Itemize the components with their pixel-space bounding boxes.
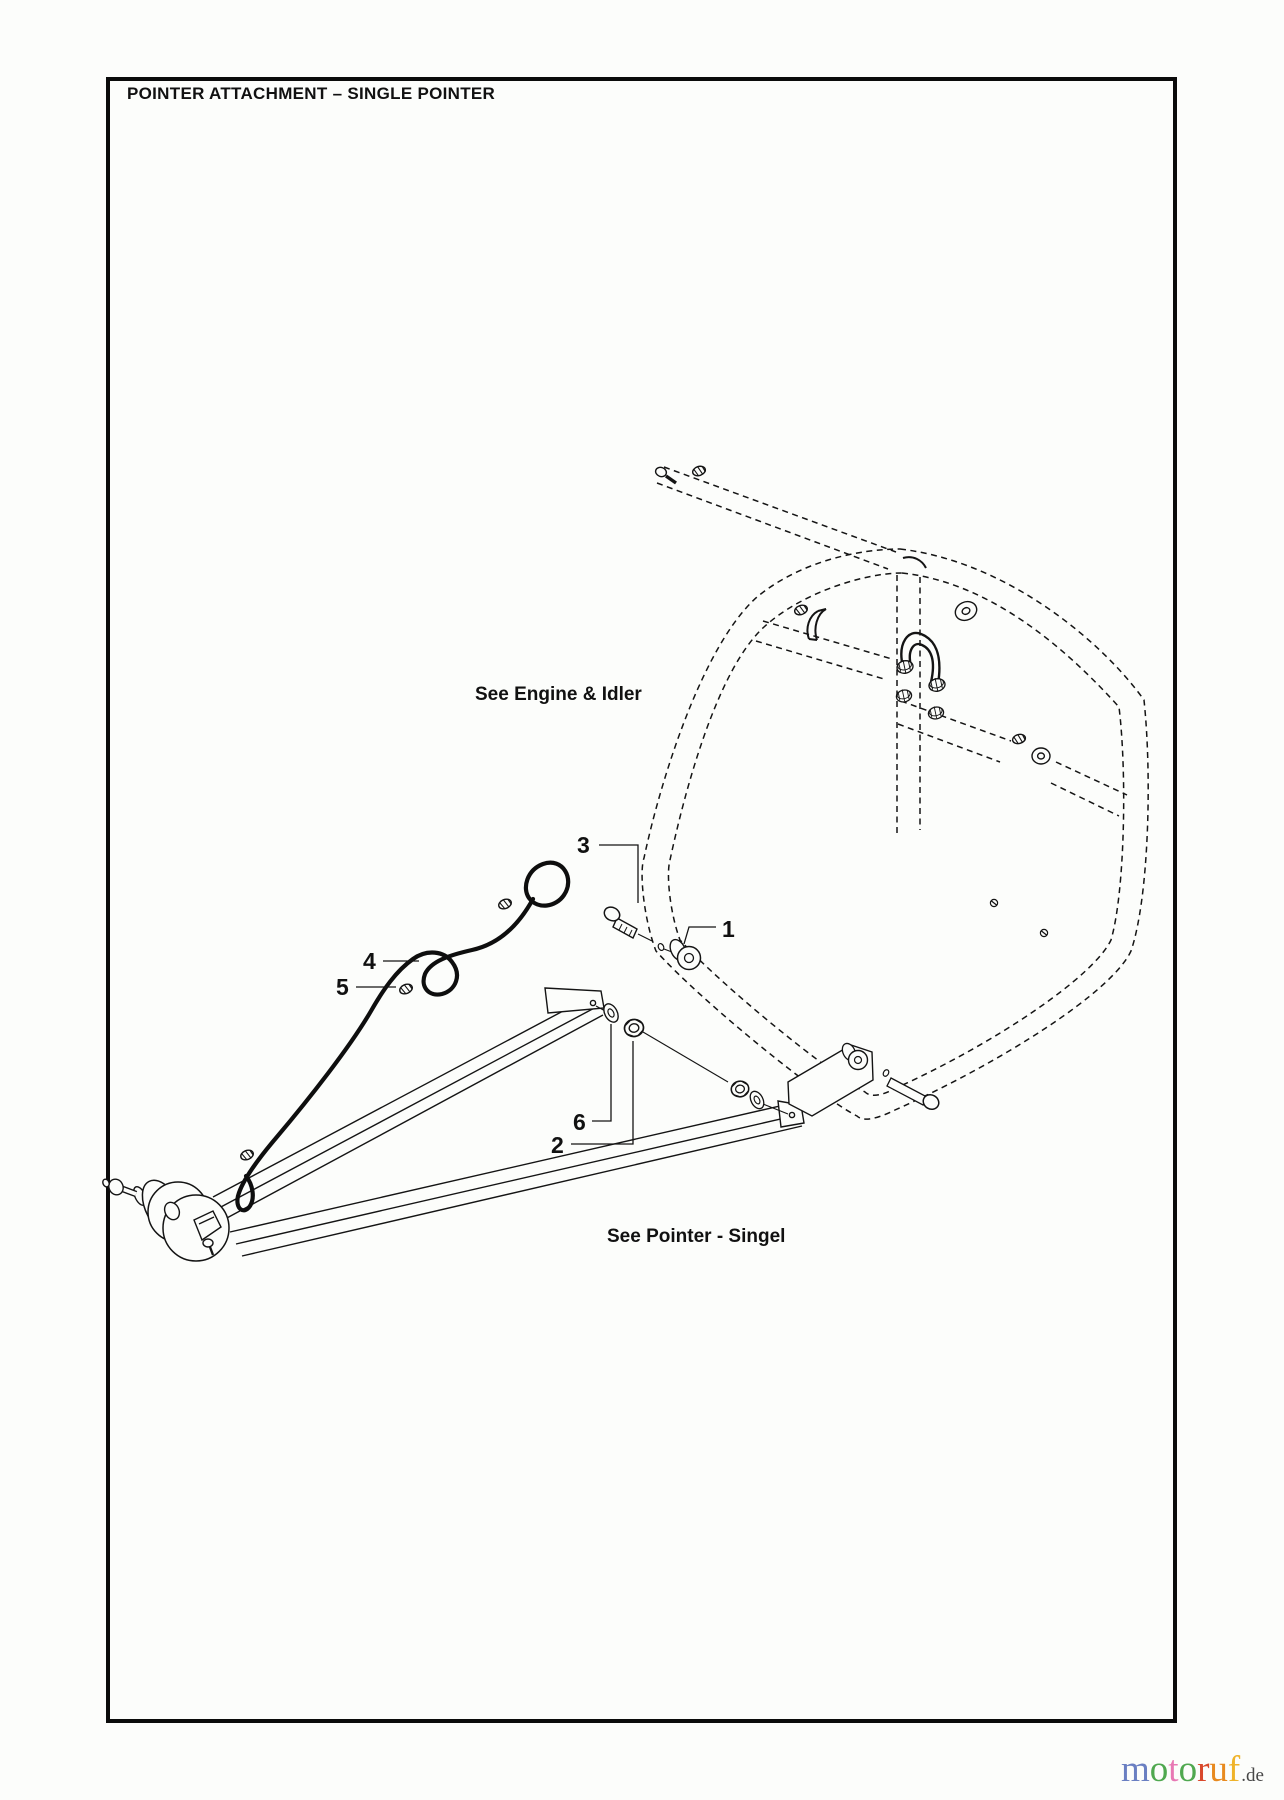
annotation-engine-idler: See Engine & Idler xyxy=(475,684,642,705)
frame-brace xyxy=(897,723,1001,763)
logo-letter: r xyxy=(1197,1749,1210,1790)
callout-leader-lines xyxy=(356,844,716,1145)
part-3-bolt xyxy=(603,906,653,942)
pointer-cable xyxy=(235,860,571,1213)
pointer-frame xyxy=(212,987,805,1257)
cable-clip-icon xyxy=(397,981,415,997)
frame-mid-tube-edge xyxy=(755,640,885,680)
leader-1 xyxy=(683,926,716,945)
callout-2-label: 2 xyxy=(551,1132,564,1158)
leader-3 xyxy=(599,844,639,903)
callout-1-label: 1 xyxy=(722,916,735,942)
u-bolt-nut xyxy=(894,687,914,704)
page-title: POINTER ATTACHMENT – SINGLE POINTER xyxy=(127,84,496,103)
motoruf-logo[interactable]: motoruf.de xyxy=(1121,1751,1264,1788)
pointer-bar-upper xyxy=(212,987,605,1220)
frame-top-tube-edge xyxy=(663,466,897,553)
u-bolt-nut xyxy=(926,704,946,721)
callout-6-label: 6 xyxy=(573,1109,586,1135)
wheel-hub xyxy=(163,1201,181,1221)
bracket-bolt xyxy=(882,1069,940,1111)
part-2-nut xyxy=(729,1078,751,1100)
axle-bolt xyxy=(102,1178,138,1198)
frame-top-tube-edge xyxy=(656,482,889,570)
frame-mid-tube-edge xyxy=(762,620,893,660)
bolt-axis-line xyxy=(762,1103,789,1115)
leader-2 xyxy=(571,1041,634,1145)
u-bolt-nut xyxy=(894,657,915,676)
tube-collar xyxy=(806,608,827,641)
frame-inner-tube xyxy=(667,572,1125,1097)
logo-letter: u xyxy=(1209,1749,1228,1790)
clip-icon xyxy=(792,602,810,618)
u-bolt-nut xyxy=(926,675,947,694)
cable-clip-icon xyxy=(496,896,514,912)
cable-eyelet xyxy=(523,860,571,908)
logo-letter: f xyxy=(1227,1749,1241,1790)
page-border xyxy=(106,77,1177,1723)
leader-6 xyxy=(592,1024,612,1122)
part-1-roller xyxy=(657,938,702,971)
logo-domain-suffix: .de xyxy=(1241,1765,1264,1786)
callout-3-label: 3 xyxy=(577,832,590,858)
frame-roller xyxy=(954,600,978,622)
annotation-pointer-singel: See Pointer - Singel xyxy=(607,1226,785,1247)
clip-icon xyxy=(690,464,708,478)
cable-clip-icon xyxy=(238,1147,256,1163)
frame-screw xyxy=(989,898,1049,938)
frame-corner-highlight xyxy=(902,556,927,569)
clip-icon xyxy=(1010,732,1028,746)
callout-5-label: 5 xyxy=(336,974,349,1000)
logo-letter: t xyxy=(1168,1749,1179,1790)
part-2-nut xyxy=(622,1017,646,1039)
hitch-block xyxy=(193,1210,222,1256)
frame-grommet xyxy=(1031,747,1051,765)
guide-wheel-assembly xyxy=(102,1178,230,1262)
callout-4-label: 4 xyxy=(363,948,376,974)
machine-frame-dashed-outline xyxy=(641,466,1149,1120)
frame-outer-tube xyxy=(641,548,1149,1120)
part-6-washer xyxy=(746,1088,768,1112)
top-tube-bolt xyxy=(654,466,677,485)
bolt-axis-line xyxy=(642,1031,729,1083)
frame-brace xyxy=(900,700,1012,742)
logo-letter: m xyxy=(1121,1749,1150,1790)
frame-brace xyxy=(1055,761,1128,796)
logo-letter: o xyxy=(1149,1749,1169,1790)
mount-bracket xyxy=(787,1042,940,1117)
frame-brace xyxy=(1050,782,1120,817)
cable-run xyxy=(235,896,536,1213)
u-bolt xyxy=(900,631,941,685)
logo-letter: o xyxy=(1178,1749,1198,1790)
frame-hardware xyxy=(654,464,1051,938)
